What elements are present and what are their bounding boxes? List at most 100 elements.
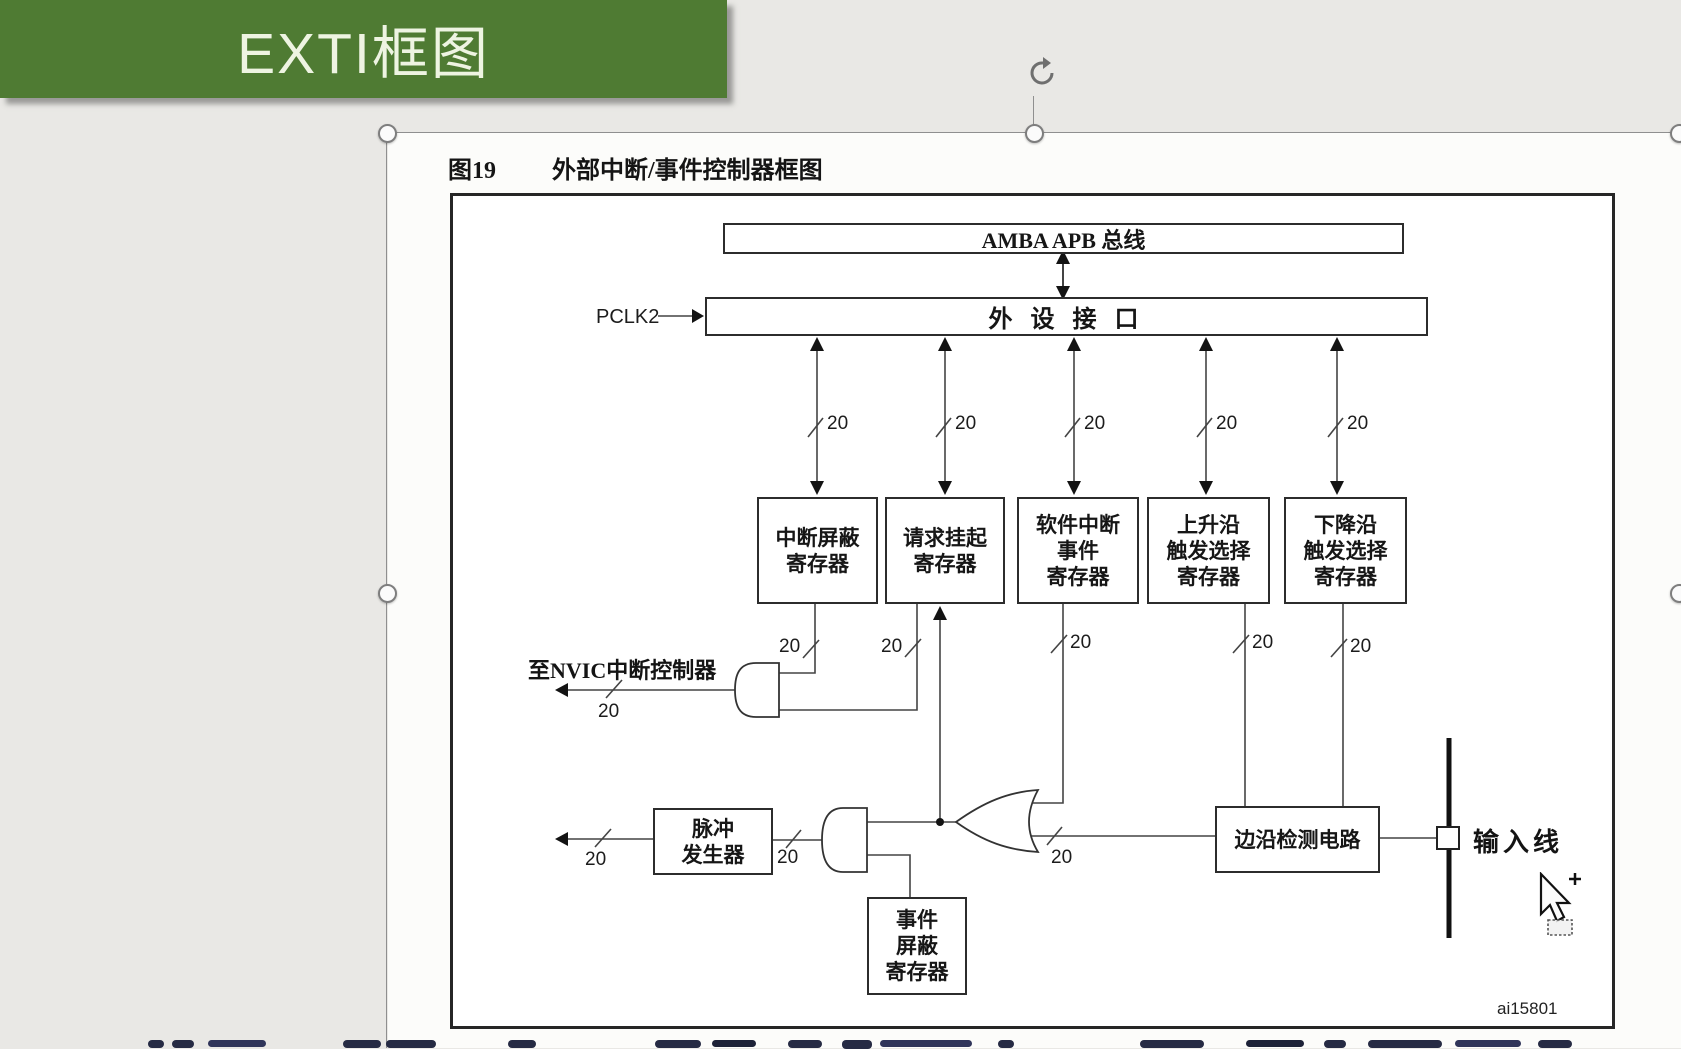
to-nvic-label: 至NVIC中断控制器 [528, 658, 717, 683]
bus-slash [594, 828, 612, 848]
peripheral-interface-label: 外 设 接 口 [988, 307, 1145, 333]
clipped-content-blob [1324, 1040, 1346, 1048]
pending-request-register-label: 请求挂起 寄存器 [903, 525, 987, 576]
figure-watermark: ai15801 [1497, 999, 1558, 1018]
mouse-cursor [1539, 872, 1581, 936]
pending-request-register-box: 请求挂起 寄存器 [885, 497, 1005, 604]
wire-junction-dot [936, 818, 944, 826]
clipped-content-blob [998, 1040, 1014, 1048]
bus-slash [904, 638, 922, 658]
bus-width-label: 20 [1216, 413, 1238, 434]
selection-handle-right-middle[interactable] [1670, 584, 1681, 603]
bus-slash [605, 679, 623, 699]
bus-slash [785, 829, 802, 849]
pending-arrowhead [933, 606, 947, 620]
bus-arrowhead [1330, 337, 1344, 351]
selection-handle-top-middle[interactable] [1025, 124, 1044, 143]
bus-slash [807, 417, 824, 438]
bus-width-label: 20 [1252, 632, 1274, 653]
bus-width-label: 20 [777, 847, 799, 868]
software-interrupt-event-register-label: 软件中断 事件 寄存器 [1036, 512, 1120, 589]
apb-arrowhead-up [1056, 250, 1070, 264]
pending-to-and-wire [779, 604, 918, 711]
mask-to-and-wire [779, 604, 816, 674]
rotation-handle-icon[interactable] [1024, 54, 1062, 92]
bus-slash [1196, 417, 1213, 438]
clipped-content-blob [386, 1040, 436, 1048]
bus-width-label: 20 [955, 413, 977, 434]
bus-slash [1327, 417, 1344, 438]
bus-slash [802, 639, 820, 659]
input-line-label: 输入线 [1473, 828, 1564, 857]
peripheral-interface-box: 外 设 接 口 [705, 297, 1428, 336]
selection-handle-top-right[interactable] [1670, 124, 1681, 143]
clipped-content-blob [712, 1040, 756, 1047]
software-interrupt-event-register-box: 软件中断 事件 寄存器 [1017, 497, 1139, 604]
event-or-gate [954, 788, 1040, 854]
clipped-content-blob [880, 1040, 972, 1047]
clipped-content-blob [1538, 1040, 1572, 1048]
interrupt-mask-register-box: 中断屏蔽 寄存器 [757, 497, 878, 604]
bus-slash [1064, 417, 1081, 438]
pclk2-label: PCLK2 [596, 306, 660, 328]
rising-trigger-register-label: 上升沿 触发选择 寄存器 [1166, 512, 1251, 589]
rotation-handle-stem [1033, 96, 1034, 126]
bus-arrowhead [810, 481, 824, 495]
clipped-content-blob [148, 1040, 164, 1048]
clipped-content-blob [208, 1040, 266, 1047]
bus-width-label: 20 [1084, 413, 1106, 434]
interrupt-and-gate [734, 662, 780, 718]
bus-width-label: 20 [585, 849, 607, 870]
clipped-content-blob [655, 1040, 701, 1048]
figure-caption-number: 图19 [448, 158, 496, 184]
bus-width-label: 20 [1350, 636, 1372, 657]
event-mask-register-box: 事件 屏蔽 寄存器 [867, 897, 967, 995]
amba-apb-bus-label: AMBA APB 总线 [981, 227, 1146, 253]
swier-to-or-wire [1031, 603, 1064, 804]
edge-detect-circuit-label: 边沿检测电路 [1234, 827, 1361, 852]
selection-handle-left-middle[interactable] [378, 584, 397, 603]
bus-slash [1330, 638, 1348, 658]
interrupt-mask-register-label: 中断屏蔽 寄存器 [775, 525, 860, 576]
apb-arrowhead-down [1056, 286, 1070, 300]
bus-width-label: 20 [779, 636, 801, 657]
bus-arrowhead [1330, 481, 1344, 495]
bus-arrowhead [938, 337, 952, 351]
bus-slash [1046, 826, 1063, 846]
bus-arrowhead [1067, 337, 1081, 351]
clipped-content-blob [842, 1040, 872, 1049]
amba-apb-bus-box: AMBA APB 总线 [723, 223, 1404, 254]
pulse-generator-label: 脉冲 发生器 [681, 816, 745, 867]
bus-arrowhead [938, 481, 952, 495]
nvic-arrowhead [555, 683, 568, 697]
bus-width-label: 20 [1051, 847, 1073, 868]
slide-title: EXTI框图 [237, 22, 490, 86]
bus-width-label: 20 [827, 413, 849, 434]
event-mask-register-label: 事件 屏蔽 寄存器 [885, 908, 949, 984]
clipped-content-blob [343, 1040, 381, 1048]
bus-arrowhead [1199, 337, 1213, 351]
clipped-content-blob [1368, 1040, 1442, 1048]
clipped-content-blob [508, 1040, 536, 1048]
figure-caption-title: 外部中断/事件控制器框图 [552, 158, 823, 184]
bus-width-label: 20 [1070, 632, 1092, 653]
pulse-arrowhead [555, 832, 568, 846]
eventmask-to-and-wire [867, 854, 911, 897]
bus-arrowhead [1199, 481, 1213, 495]
bus-arrowhead [1067, 481, 1081, 495]
clipped-content-blob [788, 1040, 822, 1048]
bus-slash [935, 417, 952, 438]
bus-width-label: 20 [598, 701, 620, 722]
event-and-gate [821, 807, 868, 873]
clipped-content-blob [172, 1040, 194, 1048]
selection-handle-top-left[interactable] [378, 124, 397, 143]
slide-title-banner: EXTI框图 [0, 0, 727, 98]
falling-trigger-register-label: 下降沿 触发选择 寄存器 [1303, 512, 1388, 589]
pulse-generator-box: 脉冲 发生器 [653, 808, 773, 875]
bus-width-label: 20 [1347, 413, 1369, 434]
clipped-content-blob [1455, 1040, 1521, 1047]
clipped-content-blob [1246, 1040, 1304, 1047]
input-line-connector-square [1436, 826, 1460, 850]
